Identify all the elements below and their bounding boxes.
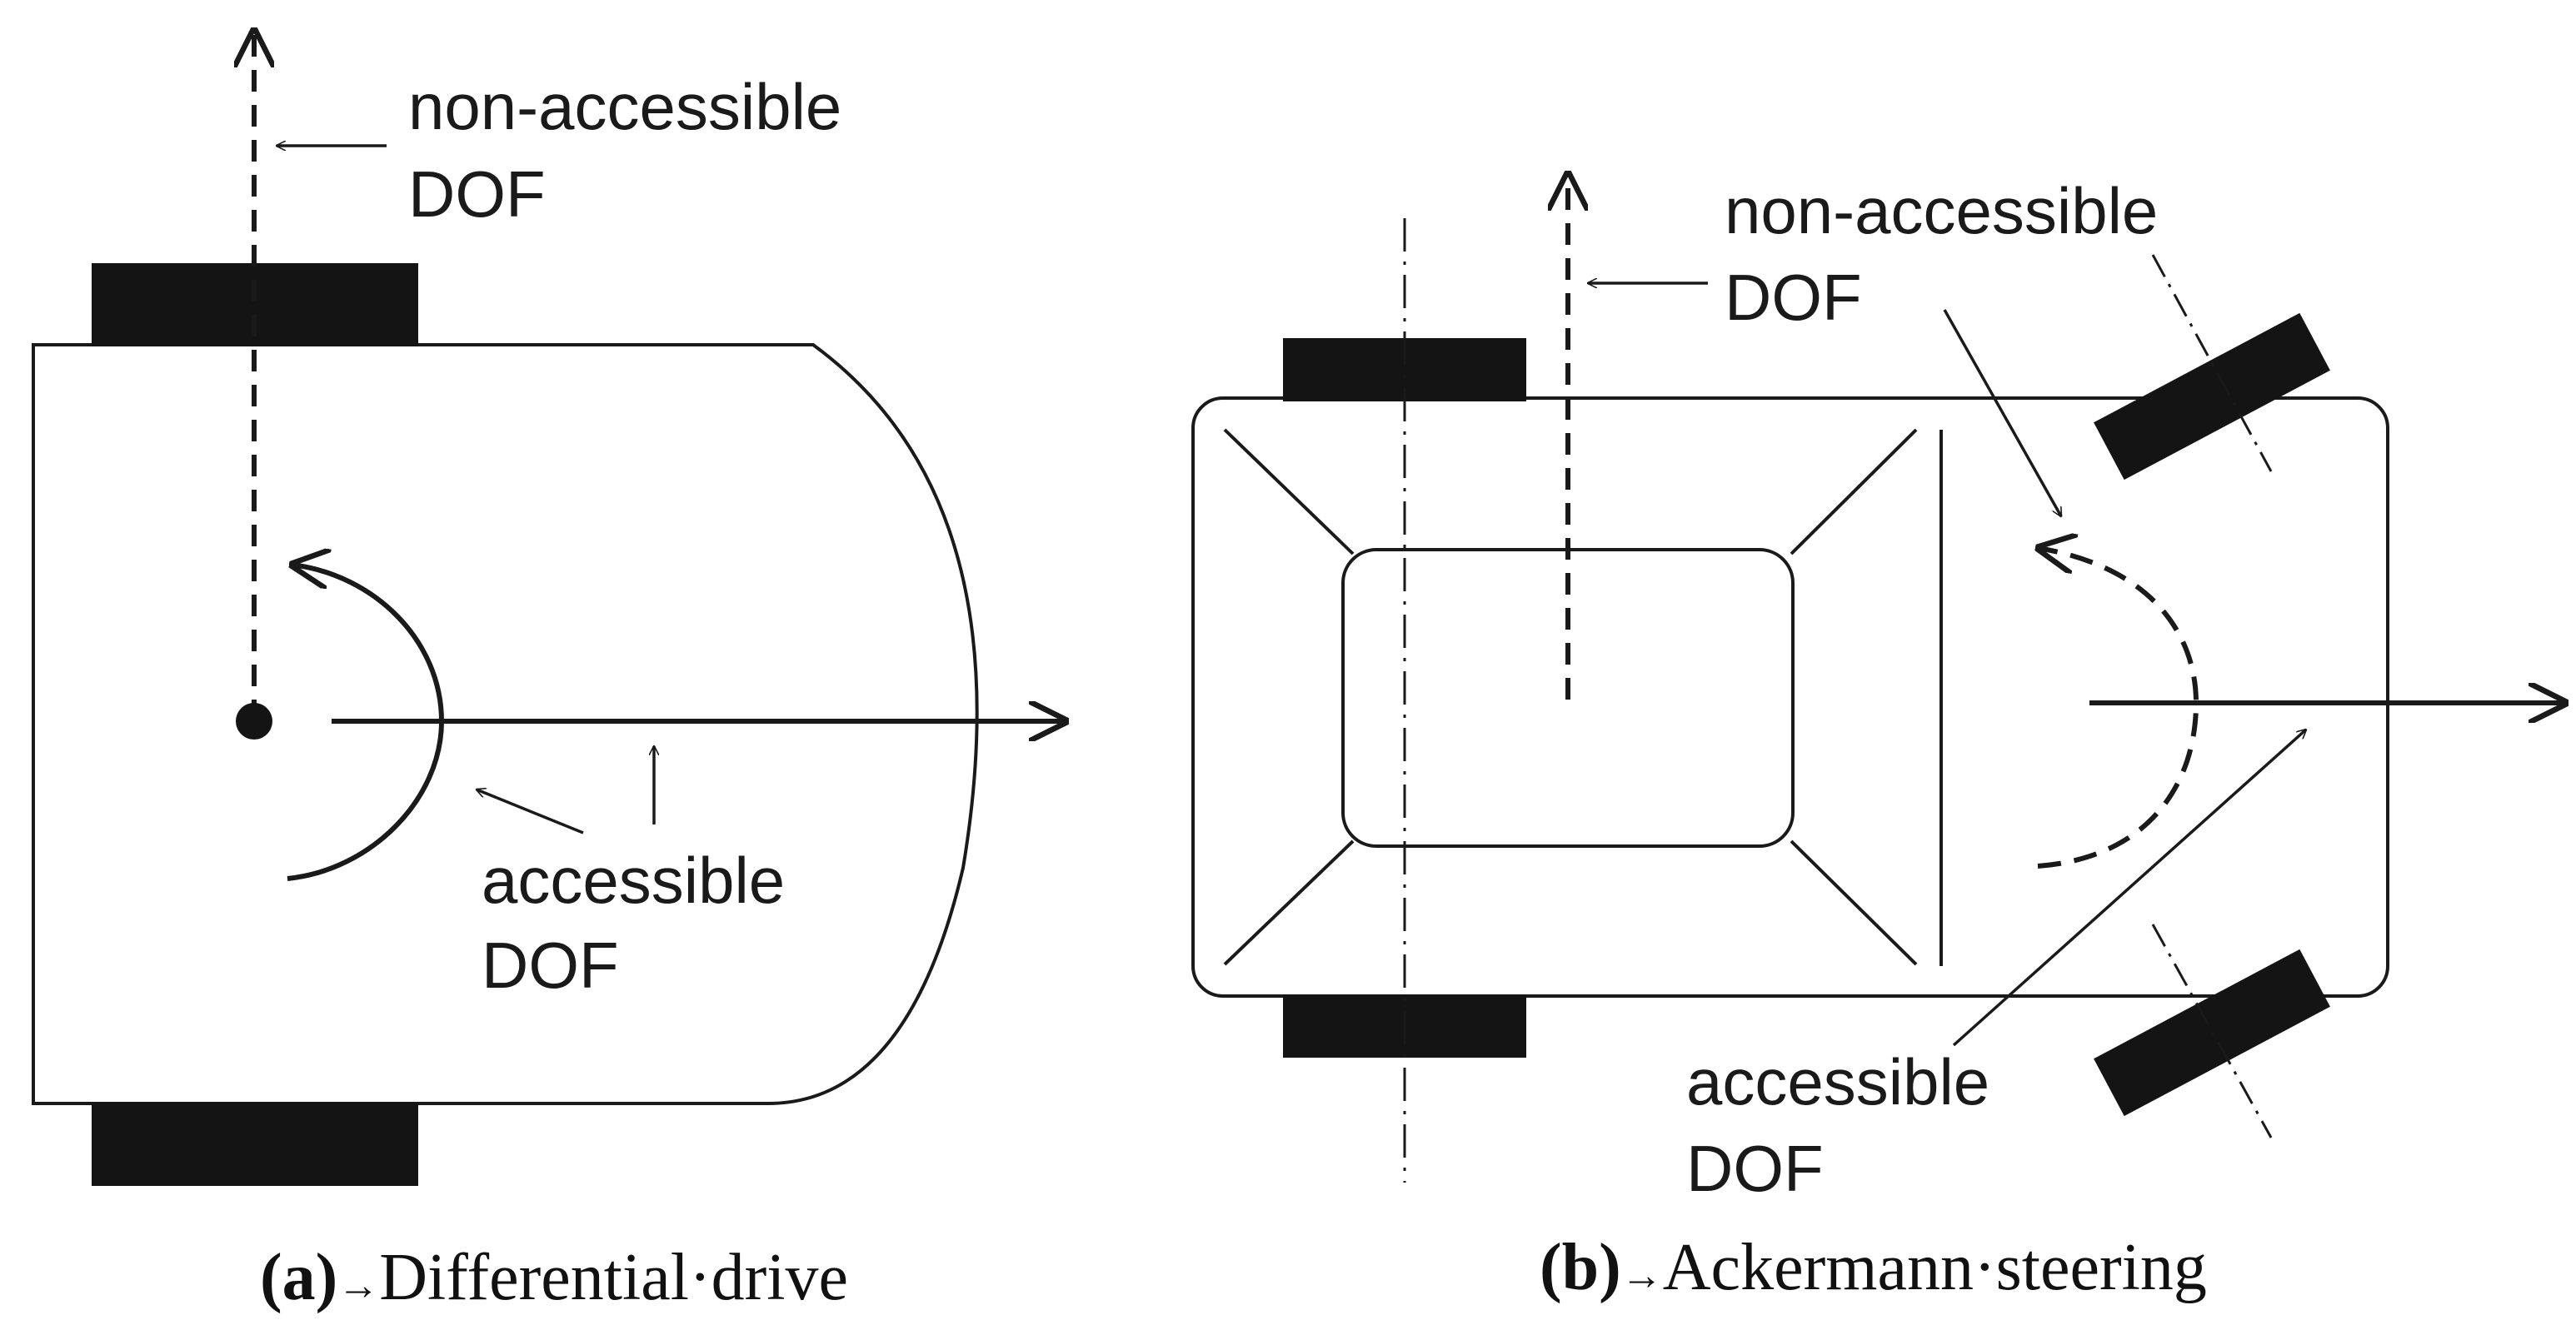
caption-b: (b)→Ackermann·steering <box>1540 1231 2207 1304</box>
caption-text-a: Differential·drive <box>379 1241 848 1314</box>
caption-a: (a)→Differential·drive <box>260 1241 848 1314</box>
front-axle-bottom-b <box>2151 924 2273 1138</box>
caption-letter-b: (b) <box>1540 1231 1621 1304</box>
wheel-bottom-a <box>92 1103 418 1186</box>
caption-letter-a: (a) <box>260 1241 337 1314</box>
wheel-front-top-b <box>2094 312 2330 481</box>
caption-text-b: Ackermann·steering <box>1663 1231 2207 1304</box>
caption-arrow-b: → <box>1621 1252 1663 1298</box>
car-body-b <box>1191 396 2389 998</box>
panel-ackermann-steering: non-accessible DOF accessible DOF (b)→Ac… <box>1191 173 2566 1304</box>
label-accessible-b: accessible <box>1686 1045 1989 1118</box>
cabin-frame-lines-b <box>1223 428 1943 966</box>
pointer-accessible-b <box>1952 730 2306 1047</box>
non-accessible-rotation-arc-b <box>2038 548 2199 869</box>
label-non-accessible-a: non-accessible <box>408 70 841 143</box>
label-accessible-a: accessible <box>482 844 785 917</box>
label-non-accessible-b: non-accessible <box>1725 174 2158 247</box>
rotation-center-dot-a <box>236 703 272 740</box>
label-accessible-dof-b: DOF <box>1686 1132 1824 1205</box>
front-axle-top-b <box>2151 254 2273 472</box>
pointer-non-accessible-rotation-b <box>1943 309 2063 516</box>
pointer-accessible-rotation-a <box>477 790 584 834</box>
label-non-accessible-dof-a: DOF <box>408 157 546 231</box>
label-non-accessible-dof-b: DOF <box>1725 261 1862 334</box>
label-accessible-dof-a: DOF <box>482 929 619 1002</box>
robot-body-a <box>32 343 979 1105</box>
caption-arrow-a: → <box>337 1262 379 1308</box>
panel-differential-drive: non-accessible DOF accessible DOF (a)→Di… <box>32 30 1066 1314</box>
accessible-rotation-arrow-a <box>287 565 445 881</box>
